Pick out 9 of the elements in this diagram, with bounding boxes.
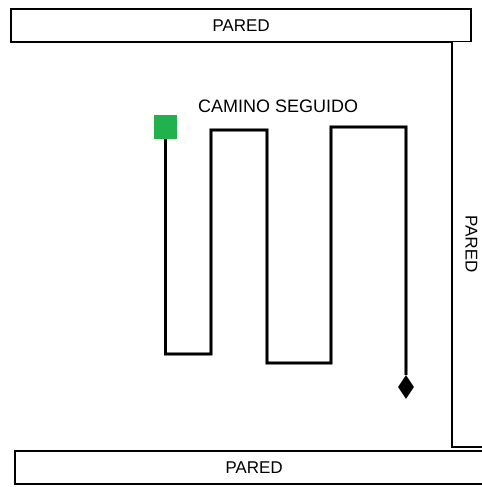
start-marker [154,115,177,139]
wall-label: PARED [225,458,283,478]
path-label: CAMINO SEGUIDO [198,96,358,117]
wall [10,8,472,43]
path-line [164,126,408,375]
wall [14,450,482,485]
wall-label: PARED [212,16,270,36]
wall-label: PARED [460,215,480,273]
end-marker [398,375,414,399]
